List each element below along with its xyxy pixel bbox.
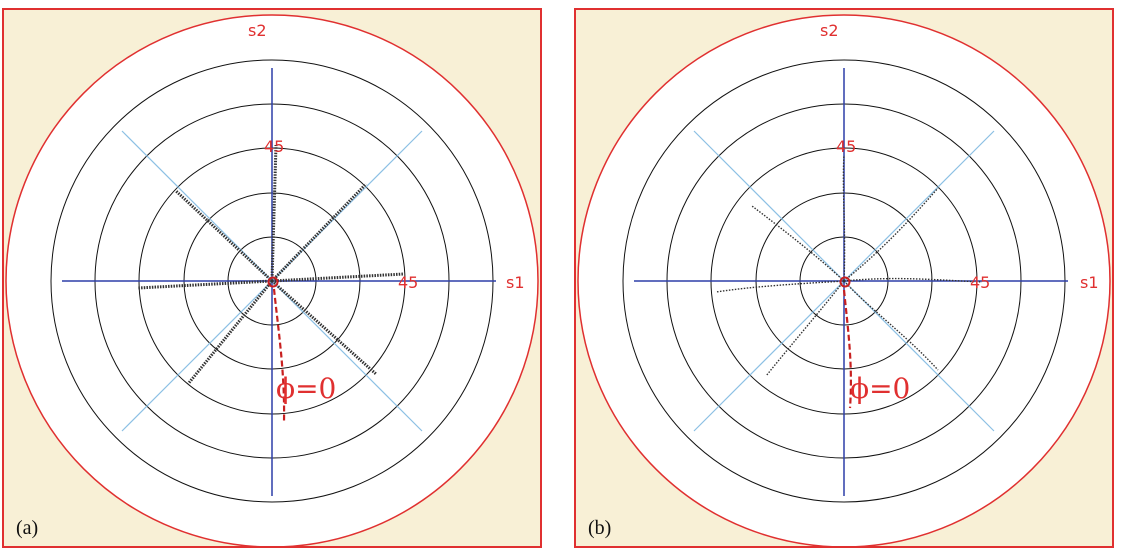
origin-marker <box>839 276 851 288</box>
panel-b: s2 s1 45 45 ϕ=0 (b) <box>574 8 1114 548</box>
polar-diagram-a: s2 s1 45 45 ϕ=0 (a) <box>5 14 539 546</box>
s2-axis-label: s2 <box>248 21 267 40</box>
phi-zero-label: ϕ=0 <box>850 372 910 405</box>
panel-label: (a) <box>16 517 38 539</box>
trace-down-left <box>186 280 274 385</box>
panel-label: (b) <box>588 517 611 539</box>
s2-axis-label: s2 <box>820 21 839 40</box>
trace-up-right <box>270 182 368 283</box>
trace-up <box>270 144 278 282</box>
s1-axis-label: s1 <box>1080 273 1099 292</box>
tick-label-top: 45 <box>264 137 284 156</box>
traces <box>137 144 405 385</box>
trace-up-left <box>174 189 274 283</box>
trace-up-left <box>751 205 845 282</box>
polar-diagram-b: s2 s1 45 45 ϕ=0 (b) <box>577 14 1111 546</box>
tick-label-top: 45 <box>836 137 856 156</box>
panel-a: s2 s1 45 45 ϕ=0 (a) <box>2 8 542 548</box>
phi-zero-trace <box>272 288 286 423</box>
origin-marker <box>267 276 279 288</box>
traces <box>715 154 983 377</box>
tick-label-right: 45 <box>398 273 418 292</box>
s1-axis-label: s1 <box>506 273 525 292</box>
trace-right <box>843 277 983 283</box>
trace-down-right <box>271 279 377 376</box>
trace-down-left <box>765 280 845 377</box>
trace-left <box>715 280 845 293</box>
trace-down-right <box>843 280 939 371</box>
trace-up <box>842 154 846 282</box>
tick-label-right: 45 <box>970 273 990 292</box>
phi-zero-label: ϕ=0 <box>276 372 336 405</box>
phi-zero-trace <box>842 289 852 409</box>
trace-right <box>271 272 405 283</box>
trace-left <box>137 279 273 290</box>
trace-up-right <box>843 187 939 282</box>
